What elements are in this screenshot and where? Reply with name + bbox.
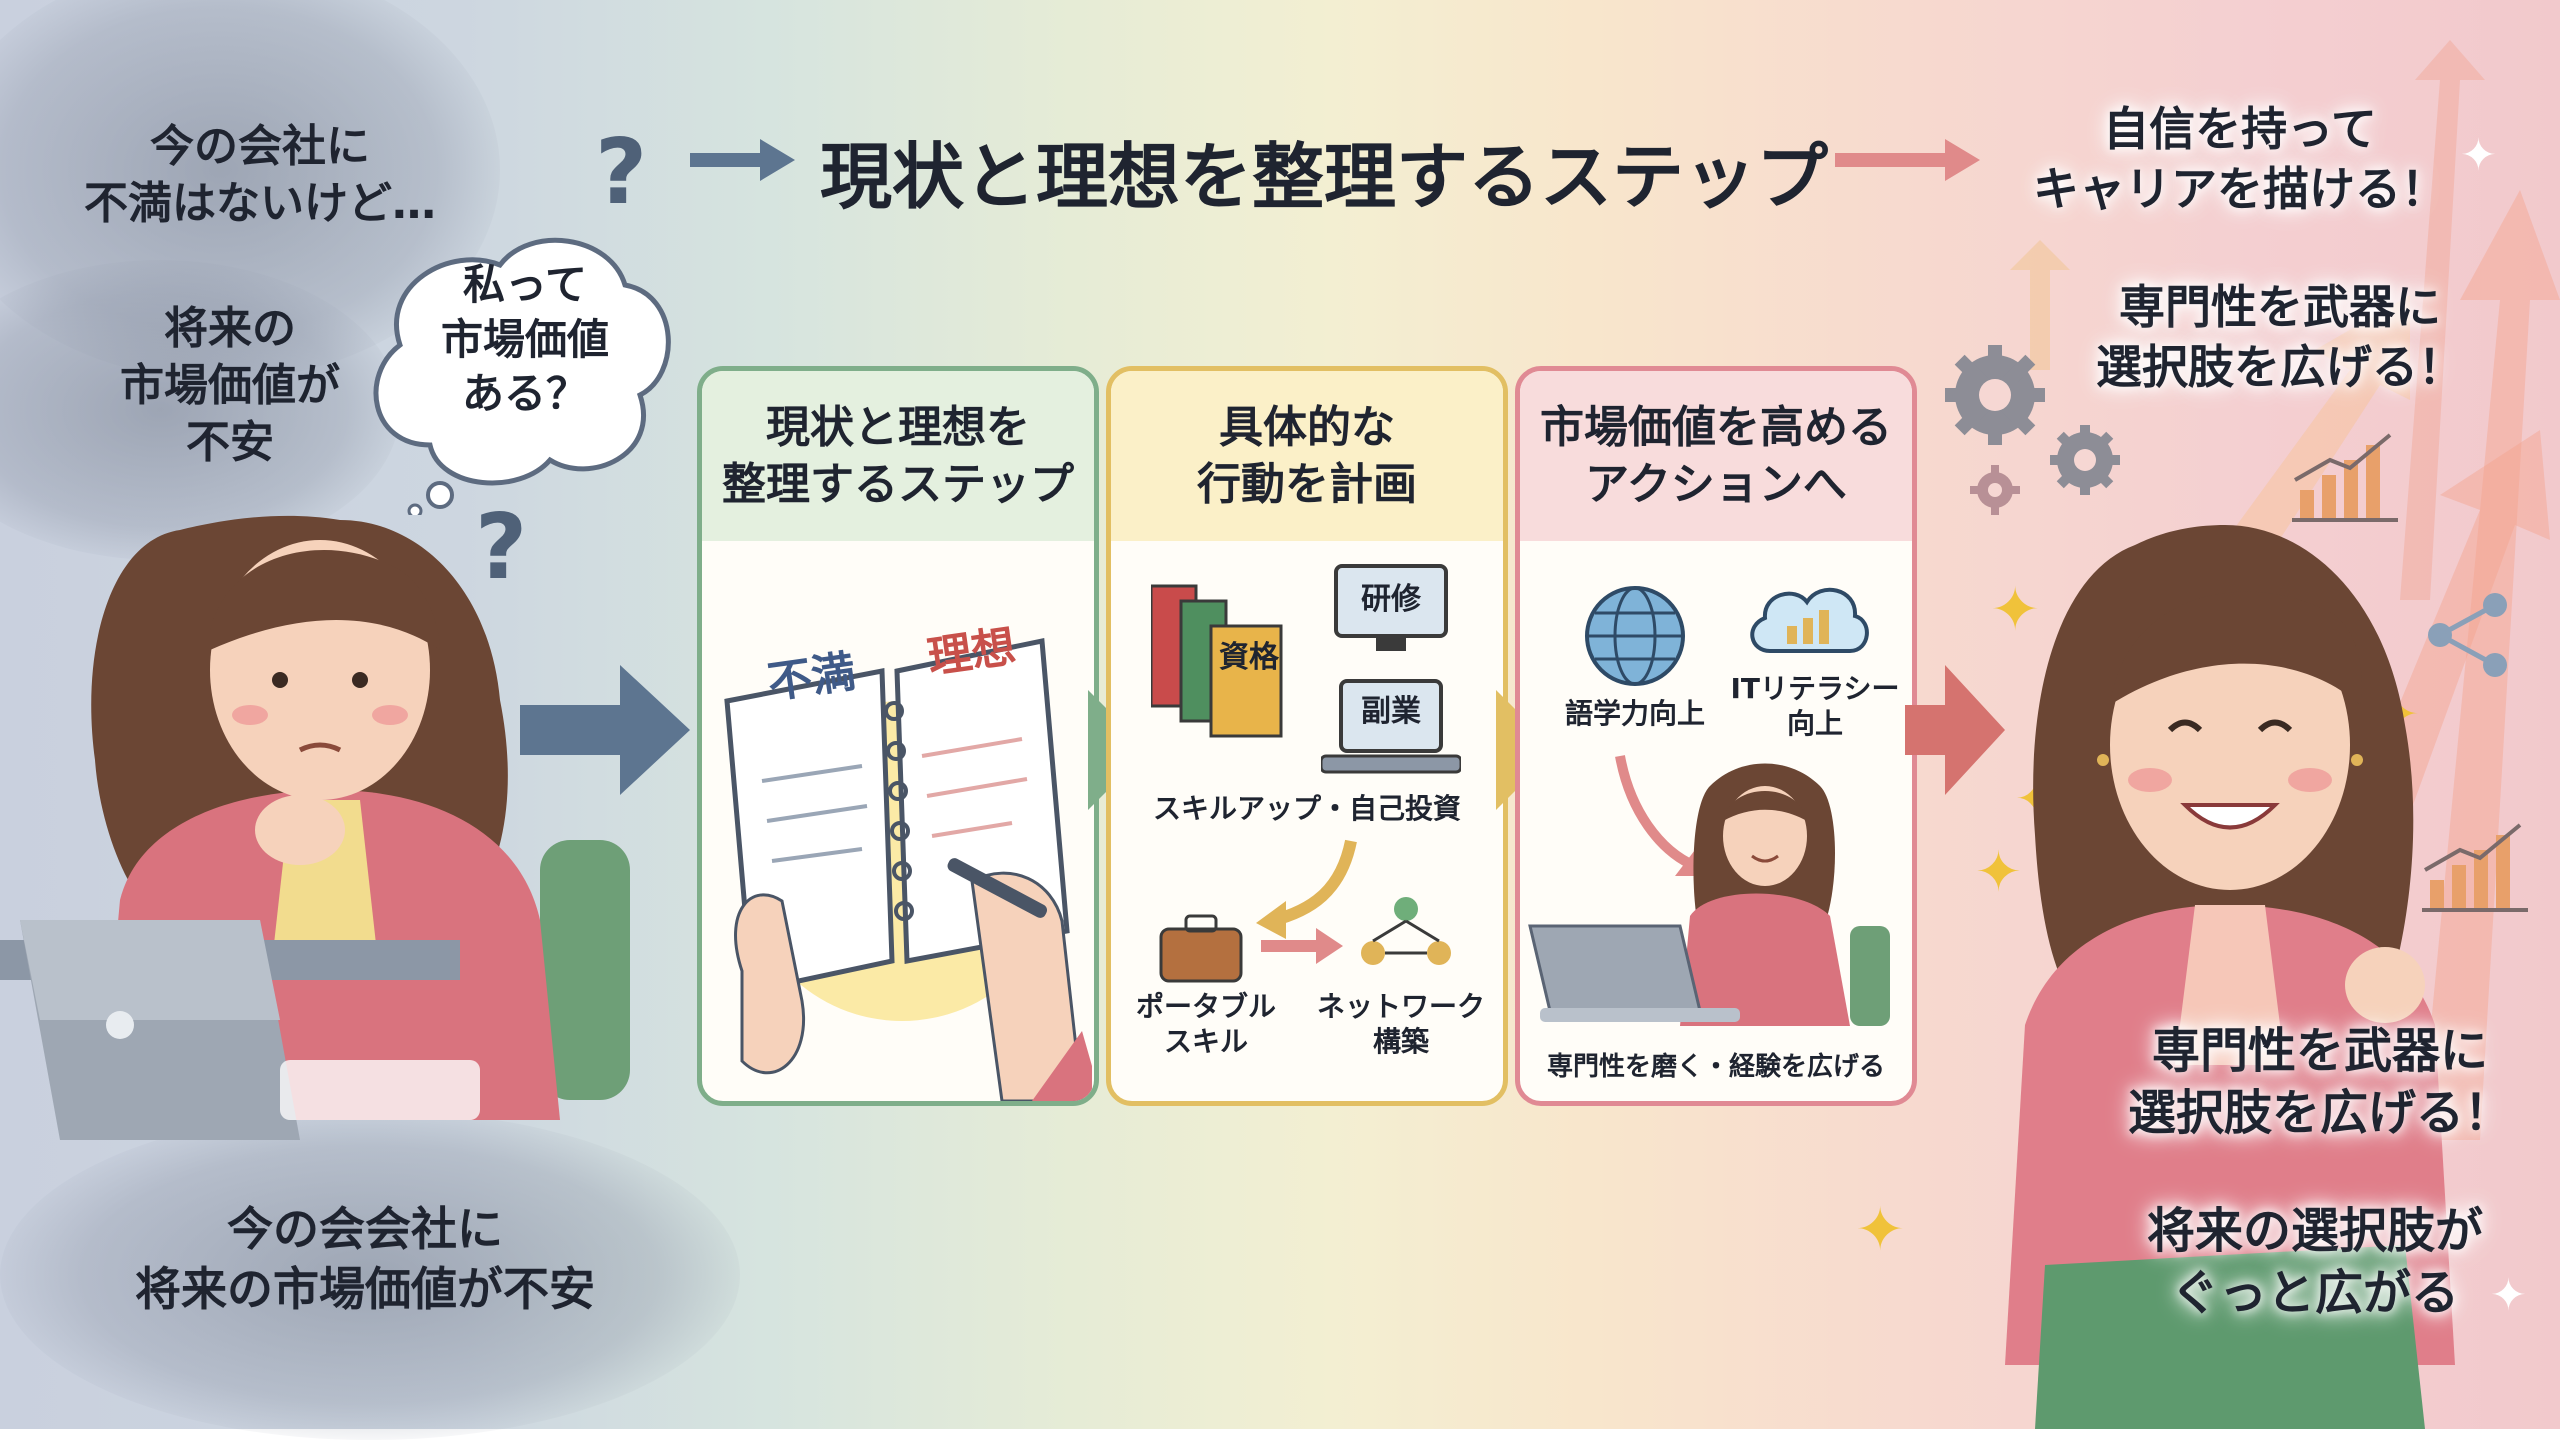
message-future-options: 将来の選択肢が ぐっと広がる [2146, 1203, 2483, 1322]
thought-text: 私って 市場価値 ある？ [440, 260, 609, 419]
step-panel-2: 具体的な 行動を計画 資格 研修 副業 スキルアップ・自己投資 ポータブル スキ… [1106, 366, 1508, 1106]
sparkle-icon: ✦ [1855, 1195, 1906, 1265]
growth-chart-icon [2422, 823, 2528, 912]
panel-3-heading: 市場価値を高める アクションへ [1540, 401, 1892, 510]
thought-bubble [373, 237, 671, 515]
book-label-qualification: 資格 [1219, 640, 1279, 675]
working-woman-illustration [1528, 763, 1890, 1026]
monitor-icon [1334, 564, 1448, 651]
flow-arrow-right-2 [1905, 665, 2005, 795]
message-confidence: 自信を持って キャリアを描ける！ [2033, 102, 2447, 216]
network-icon [1361, 897, 1451, 965]
cloud-text-mid: 将来の 市場価値が 不安 [120, 303, 340, 469]
sparkle-icon: ✦ [1975, 840, 2022, 905]
title-arrow-left [690, 139, 795, 181]
cloud-text-bottom: 今の会会社に 将来の市場価値が不安 [135, 1202, 595, 1316]
worried-woman-illustration [0, 515, 630, 1140]
confident-woman-illustration [2005, 525, 2455, 1429]
label-it-literacy: ITリテラシー 向上 [1730, 672, 1900, 740]
question-mark-icon: ? [475, 495, 528, 600]
growth-chart-icon [2292, 433, 2398, 522]
arrow-right-icon [1261, 928, 1343, 964]
worry-cloud-mid [0, 260, 400, 560]
panel-3-caption: 専門性を磨く・経験を広げる [1546, 1052, 1885, 1082]
briefcase-icon [1159, 914, 1243, 983]
panel-1-heading: 現状と理想を 整理するステップ [722, 401, 1074, 510]
panel-3-header: 市場価値を高める アクションへ [1520, 371, 1912, 541]
panel-2-caption: スキルアップ・自己投資 [1152, 792, 1461, 825]
item-portable-skill: ポータブル スキル [1135, 990, 1276, 1058]
cloud-text-top: 今の会社に 不満はないけど… [84, 121, 436, 230]
globe-icon [1585, 586, 1685, 686]
books-icon [1151, 584, 1283, 738]
curved-arrow [1256, 839, 1357, 939]
label-language-skill: 語学力向上 [1564, 697, 1705, 730]
laptop-icon [1321, 679, 1461, 774]
item-network-building: ネットワーク 構築 [1316, 990, 1485, 1058]
panel-2-header: 具体的な 行動を計画 [1111, 371, 1503, 541]
question-mark-icon: ? [595, 120, 648, 225]
worry-cloud-bottom [0, 1110, 740, 1440]
panel-1-header: 現状と理想を 整理するステップ [702, 371, 1094, 541]
message-expertise-bottom: 専門性を武器に 選択肢を広げる！ [2127, 1023, 2512, 1142]
page-title: 現状と理想を整理するステップ [820, 135, 1829, 219]
notebook-label-ideal: 理想 [924, 621, 1019, 684]
laptop-label-sidejob: 副業 [1361, 694, 1421, 729]
step-panel-3: 市場価値を高める アクションへ 語学力向上 ITリテラシー 向上 専門性を磨く・… [1515, 366, 1917, 1106]
step-panel-1: 現状と理想を 整理するステップ 不満 理想 [697, 366, 1099, 1106]
notebook-label-dissatisfaction: 不満 [764, 646, 859, 709]
monitor-label-training: 研修 [1361, 582, 1421, 617]
panel-2-heading: 具体的な 行動を計画 [1197, 401, 1417, 510]
sparkle-icon: ✦ [2460, 130, 2497, 181]
flow-arrow-right [520, 665, 690, 795]
title-arrow-right [1835, 139, 1980, 181]
gear-icon [1945, 345, 2120, 515]
cloud-chart-icon [1750, 587, 1869, 653]
sparkle-icon: ✦ [2490, 1270, 2527, 1321]
sparkle-icon: ✦ [1990, 575, 2041, 645]
share-icon [2428, 593, 2507, 677]
notebook-illustration [724, 637, 1092, 1101]
message-expertise-top: 専門性を武器に 選択肢を広げる！ [2096, 280, 2464, 394]
